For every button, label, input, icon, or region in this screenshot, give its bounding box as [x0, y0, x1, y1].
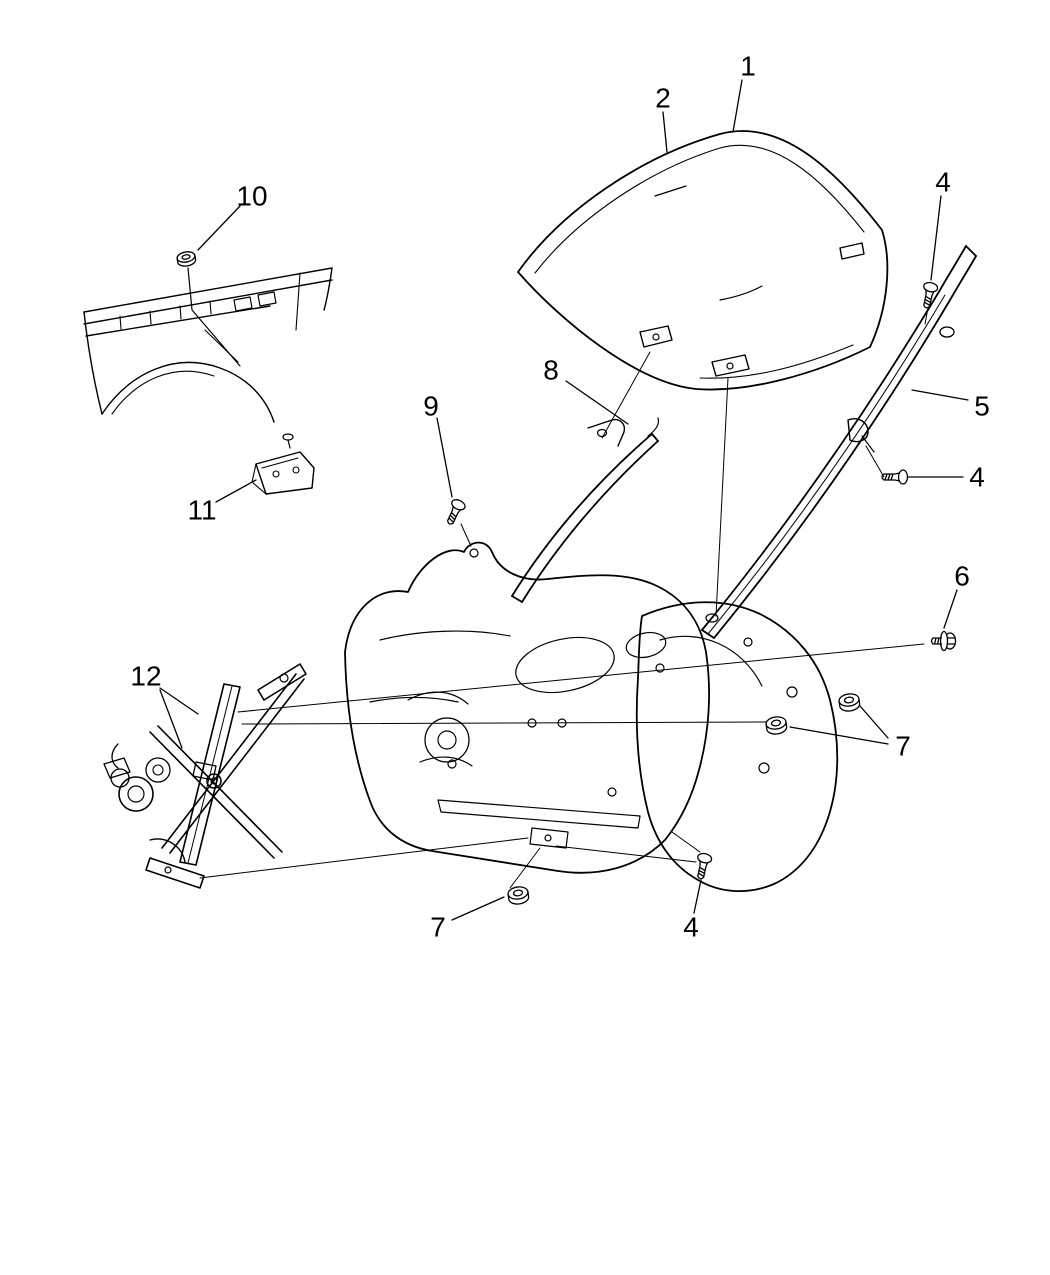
glass-run-channel-front: [511, 417, 660, 603]
callout-7: 7: [789, 705, 911, 762]
callout-label: 7: [895, 731, 911, 762]
callout-label: 12: [130, 661, 161, 692]
door-inner-panel: [344, 541, 839, 892]
callout-label: 9: [423, 391, 439, 422]
callout-10: 10: [197, 181, 268, 251]
alignment-lines: [199, 307, 929, 889]
callout-label: 4: [683, 912, 699, 943]
callout-1: 1: [732, 51, 756, 133]
mounting-bracket: [251, 433, 315, 495]
callout-6: 6: [943, 561, 970, 629]
callout-8: 8: [543, 355, 629, 425]
door-glass: [517, 130, 889, 391]
callout-7: 7: [430, 896, 505, 943]
callout-label: 4: [969, 462, 985, 493]
callout-label: 2: [655, 83, 671, 114]
nut-icon: [765, 716, 788, 735]
callout-9: 9: [423, 391, 453, 498]
callout-label: 7: [430, 912, 446, 943]
nut-icon: [838, 693, 861, 712]
callout-4: 4: [930, 167, 951, 281]
screw-icon: [446, 499, 466, 525]
callout-2: 2: [655, 83, 671, 153]
screw-icon: [697, 852, 713, 880]
callout-label: 1: [740, 51, 756, 82]
callout-4: 4: [907, 462, 985, 493]
callout-label: 5: [974, 391, 990, 422]
screw-icon: [881, 469, 909, 485]
body-panel-sketch: [83, 267, 333, 423]
callout-label: 10: [236, 181, 267, 212]
fastener-layer: [176, 251, 957, 905]
callout-11: 11: [187, 479, 257, 526]
callout-label: 11: [187, 495, 216, 526]
callout-5: 5: [911, 389, 990, 422]
callout-label: 4: [935, 167, 951, 198]
callout-label: 8: [543, 355, 559, 386]
callout-label: 6: [954, 561, 970, 592]
callout-4: 4: [683, 879, 702, 943]
nut-icon: [507, 886, 530, 905]
callout-12: 12: [130, 661, 199, 749]
bolt-icon: [930, 630, 957, 652]
window-regulator: [103, 663, 307, 889]
screw-icon: [923, 281, 939, 309]
glass-channel-rear: [701, 245, 977, 639]
push-nut-icon: [176, 251, 197, 267]
